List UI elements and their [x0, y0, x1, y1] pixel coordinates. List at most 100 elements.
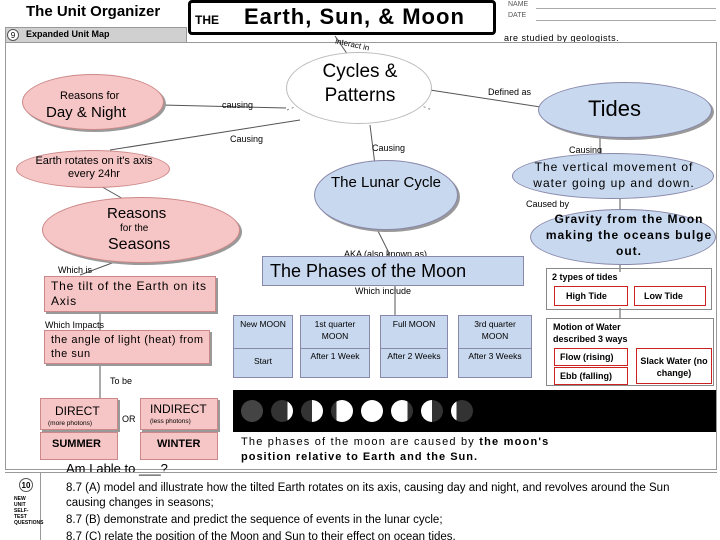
start-box [233, 348, 293, 378]
indirect-label: INDIRECT [150, 402, 207, 416]
causing-label-4: Causing [569, 145, 603, 155]
winter-label: WINTER [157, 438, 201, 450]
vertical-movement-text: The vertical movement of water going up … [533, 160, 695, 190]
seasons-label: Seasons [108, 236, 171, 253]
phase-after-1: After 1 Week [310, 351, 360, 361]
after-3-box [458, 348, 532, 378]
which-is-label: Which is [58, 265, 93, 275]
more-photons-label: (more photons) [48, 420, 93, 427]
cycles-oval [286, 52, 432, 124]
standard-line-1: 8.7 (A) model and illustrate how the til… [66, 482, 670, 494]
tide-types-label: 2 types of tides [552, 272, 618, 282]
phase-start: Start [254, 356, 272, 366]
flow-box [554, 348, 628, 366]
less-photons-label: (less photons) [150, 418, 191, 425]
moon-waning-gibbous-icon [391, 400, 413, 422]
tide-types-box [546, 268, 712, 310]
moon-third-quarter-icon [421, 400, 443, 422]
high-tide-box [554, 286, 628, 306]
phase-first-box [300, 315, 370, 349]
moon-waxing-gibbous-icon [331, 400, 353, 422]
footer-number: 10 [19, 478, 33, 492]
which-impacts-label: Which Impacts [45, 320, 105, 330]
causing-label-1: causing [222, 100, 254, 110]
angle-text: the angle of light (heat) from the sun [51, 334, 204, 360]
direct-box [40, 398, 118, 430]
reasons-for-label: Reasons for [60, 90, 120, 102]
phase-full: Full MOON [392, 319, 436, 329]
phase-after-3: After 3 Weeks [468, 351, 522, 361]
footer-side-divider [40, 473, 41, 540]
low-tide-box [634, 286, 706, 306]
map-label: Expanded Unit Map [26, 29, 110, 39]
footer-side-label: NEW UNIT SELF-TEST QUESTIONS [14, 496, 44, 526]
phase-full-box [380, 315, 448, 349]
causing-label-2: Causing [230, 134, 264, 144]
defined-as-label: Defined as [488, 87, 532, 97]
seasons-oval [42, 197, 240, 263]
low-tide-label: Low Tide [644, 291, 683, 301]
tilt-box [44, 276, 216, 312]
standard-line-2: causing changes in seasons; [66, 497, 214, 509]
flow-label: Flow (rising) [560, 352, 614, 362]
name-label: NAME [508, 1, 529, 8]
map-number: 9 [7, 29, 19, 41]
winter-box [140, 432, 218, 460]
water-motion-label: Motion of Water described 3 ways [553, 322, 628, 344]
slack-box [636, 348, 712, 384]
title-the: THE [195, 13, 219, 27]
phase-third: 3rd quarter MOON [474, 319, 516, 341]
slack-label: Slack Water (no change) [640, 356, 708, 378]
or-label: OR [122, 414, 136, 424]
tides-oval [538, 82, 712, 138]
to-be-label: To be [110, 376, 133, 386]
moon-waxing-crescent-icon [271, 400, 293, 422]
lunar-cycle-oval [314, 160, 458, 230]
moon-first-quarter-icon [301, 400, 323, 422]
unit-title-box [188, 0, 496, 35]
phases-caption-1: The phases of the moon are caused by the… [241, 436, 550, 448]
vertical-movement-oval [512, 153, 714, 199]
phase-new-box [233, 315, 293, 349]
angle-box [44, 330, 210, 364]
moon-new-icon [241, 400, 263, 422]
footer-divider [5, 472, 717, 473]
gravity-oval [530, 209, 716, 265]
cycles-text: Cycles & Patterns [322, 61, 398, 106]
direct-label: DIRECT [55, 404, 100, 418]
moon-phases-image [233, 390, 716, 432]
summer-label: SUMMER [52, 438, 101, 450]
organizer-title: The Unit Organizer [26, 3, 161, 20]
causing-label-3: Causing [372, 143, 406, 153]
phases-caption-2: position relative to Earth and the Sun. [241, 451, 479, 463]
moon-waning-crescent-icon [451, 400, 473, 422]
phase-first: 1st quarter MOON [314, 319, 356, 341]
tides-label: Tides [588, 96, 641, 121]
after-2-box [380, 348, 448, 378]
after-1-box [300, 348, 370, 378]
gravity-text: Gravity from the Moon making the oceans … [545, 212, 713, 258]
name-date-box: NAME DATE [504, 0, 720, 24]
tilt-text: The tilt of the Earth on its Axis [51, 279, 207, 308]
ebb-box [554, 367, 628, 385]
day-night-oval [22, 74, 164, 130]
lunar-cycle-text: The Lunar Cycle [330, 174, 442, 191]
standard-line-3: 8.7 (B) demonstrate and predict the sequ… [66, 514, 443, 526]
earth-rotates-oval [16, 150, 170, 188]
earth-rotates-text: Earth rotates on it's axis every 24hr [35, 155, 153, 180]
phases-label: The Phases of the Moon [270, 261, 467, 281]
which-include-label: Which include [355, 286, 412, 296]
am-i-able-label: Am I able to ___? [66, 461, 168, 476]
phase-new: New MOON [240, 319, 286, 329]
seasons-reasons-label: Reasons [107, 205, 167, 222]
aka-label: AKA (also known as) [344, 249, 428, 259]
ebb-label: Ebb (falling) [560, 371, 612, 381]
standard-line-4: 8.7 (C) relate the position of the Moon … [66, 531, 456, 540]
geologists-note: are studied by geologists. [504, 33, 620, 43]
caused-by-label: Caused by [526, 199, 570, 209]
phase-after-2: After 2 Weeks [387, 351, 441, 361]
moon-full-icon [361, 400, 383, 422]
date-label: DATE [508, 12, 527, 19]
summer-box [40, 432, 118, 460]
seasons-for-the-label: for the [120, 223, 149, 234]
